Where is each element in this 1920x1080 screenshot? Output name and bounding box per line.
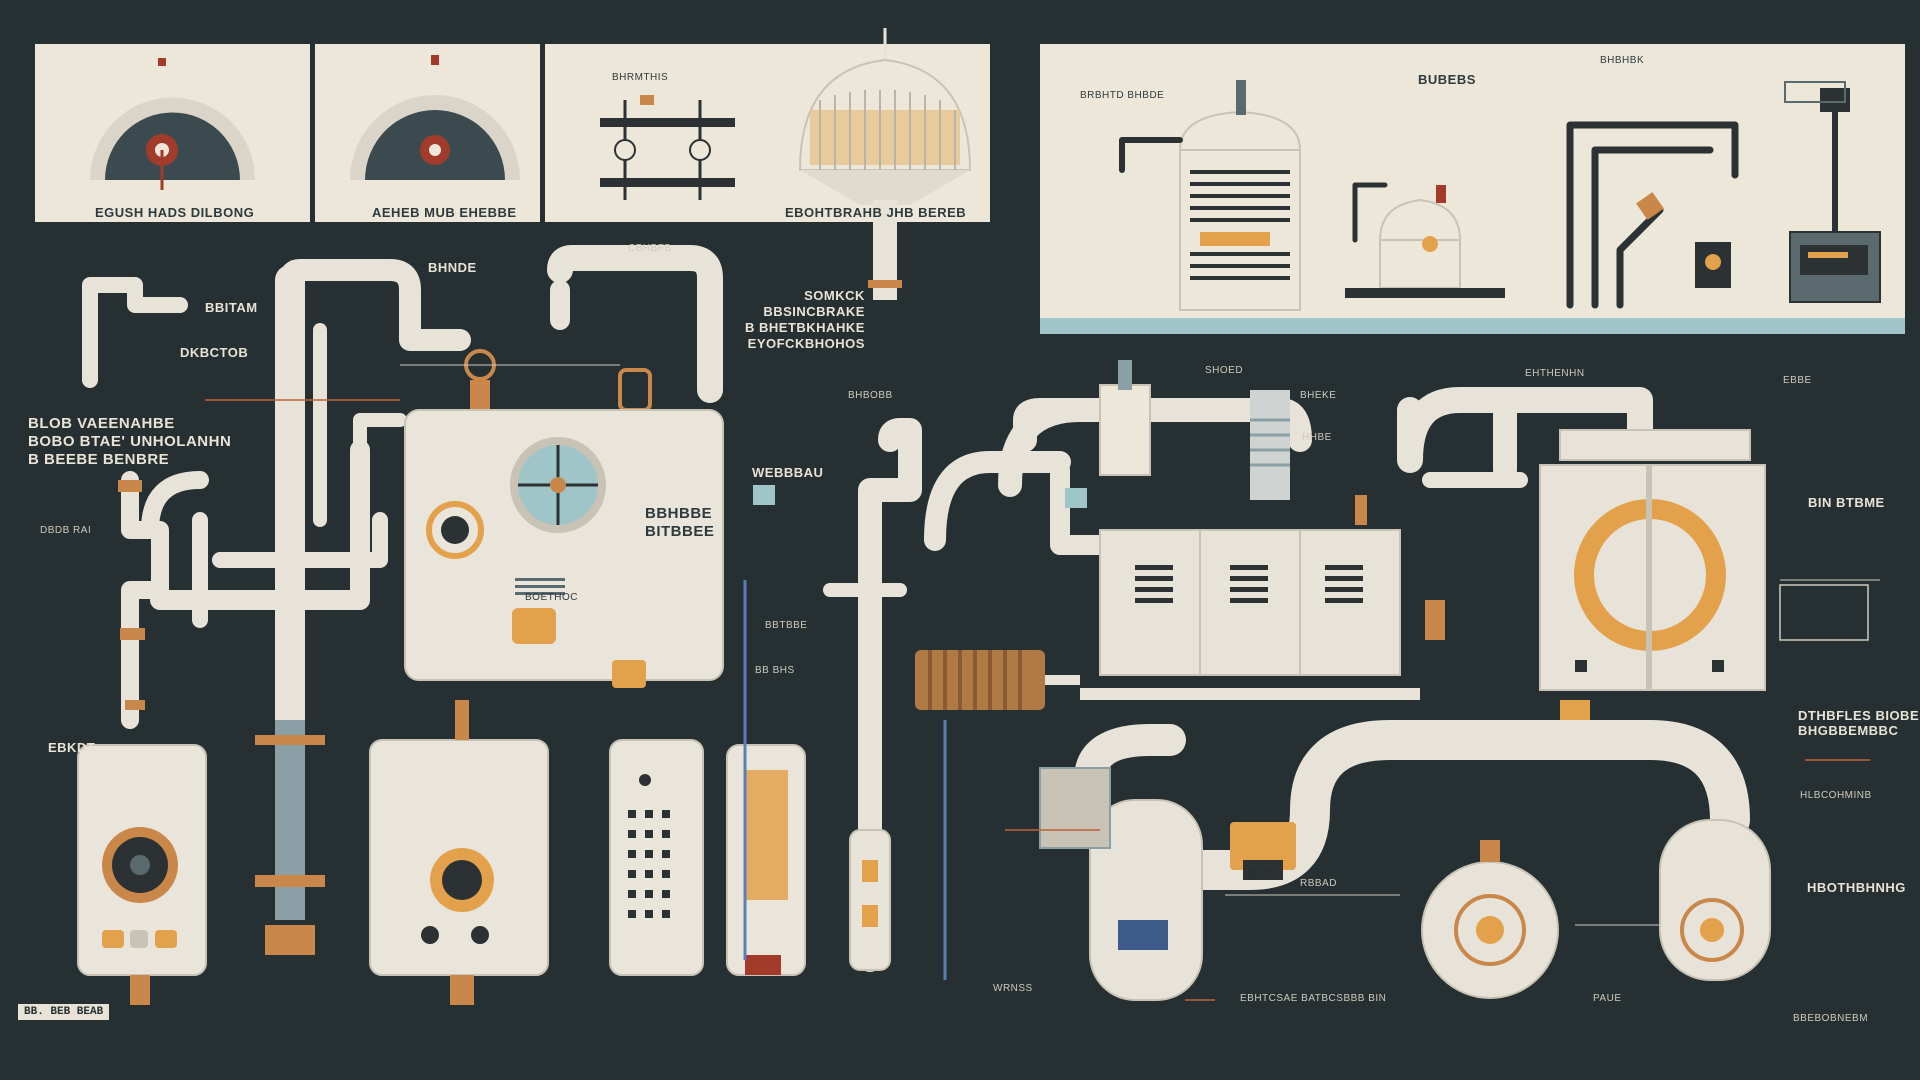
label-ebbe: EBBE bbox=[1783, 375, 1812, 386]
water-tower bbox=[798, 28, 972, 300]
right-panel-caption-1: BRBHTD BHBDE bbox=[1080, 90, 1165, 101]
label-rbbad: RBBAD bbox=[1300, 878, 1337, 889]
header-gauge-panel-2 bbox=[315, 44, 540, 222]
label-hbothbhnhg: HBOTHBHNHG bbox=[1807, 880, 1906, 895]
label-ebhtcsae: EBHTCSAE BATBCSBBB BIN bbox=[1240, 993, 1387, 1004]
label-ehthenhn: EHTHENHN bbox=[1525, 368, 1585, 379]
right-boiler bbox=[1397, 387, 1766, 750]
leader-lines bbox=[205, 364, 1880, 1001]
label-webbbau: WEBBBAU bbox=[752, 465, 824, 480]
main-control-panel bbox=[404, 409, 724, 688]
label-bhbobb: BHBOBB bbox=[848, 390, 893, 401]
control-panel-subtitle: BOETHOC bbox=[525, 592, 578, 603]
label-bbitam: BBITAM bbox=[205, 300, 258, 315]
label-bheke: BHEKE bbox=[1300, 390, 1337, 401]
label-cbhbfb: CBHBFB bbox=[628, 243, 672, 254]
valve-panel-label: BHRMTHIS bbox=[612, 72, 669, 83]
copper-coil bbox=[915, 650, 1080, 710]
label-bbebobnebm: BBEBOBNEBM bbox=[1793, 1013, 1869, 1024]
label-hlbcohminb: HLBCOHMINB bbox=[1800, 790, 1872, 801]
label-shoed: SHOED bbox=[1205, 365, 1244, 376]
control-panel-title: BBHBBE BITBBEE bbox=[645, 505, 715, 540]
label-hhbe: HHBE bbox=[1302, 432, 1332, 443]
gauge-panel-1-label: EGUSH HADS DILBONG bbox=[95, 205, 255, 220]
label-dthbfles: DTHBFLES BIOBE BHGBBEMBBC bbox=[1798, 708, 1920, 738]
left-bottom-units bbox=[77, 700, 806, 1005]
label-ebkdt: EBKDT bbox=[48, 740, 96, 755]
header-right-panel bbox=[1040, 44, 1905, 334]
label-bhnde: BHNDE bbox=[428, 260, 477, 275]
label-dbdb-rai: DBDB RAI bbox=[40, 525, 92, 536]
central-cabinet bbox=[998, 360, 1420, 700]
left-pipe-network bbox=[82, 245, 723, 955]
left-description-block: BLOB VAEENAHBE BOBO BTAE' UNHOLANHN B BE… bbox=[28, 415, 232, 468]
label-wrnss: WRNSS bbox=[993, 983, 1033, 994]
label-bbtbbe: BBTBBE bbox=[765, 620, 808, 631]
right-panel-caption-2: BHBHBK bbox=[1600, 55, 1645, 66]
label-bin-btbme: BIN BTBME bbox=[1808, 495, 1885, 510]
tower-panel-label: EBOHTBRAHB JHB BEREB bbox=[785, 205, 967, 220]
label-paue: PAUE bbox=[1593, 993, 1622, 1004]
right-panel-title: BUBEBS bbox=[1418, 72, 1476, 87]
bottom-right-tanks bbox=[1039, 720, 1771, 1001]
valve-readout: B78 bbox=[1248, 866, 1274, 881]
label-dkbctob: DKBCTOB bbox=[180, 345, 249, 360]
label-bb-bhs: BB BHS bbox=[755, 665, 795, 676]
somkck-description-block: SOMKCK BBSINCBRAKE B BHETBKHAHKE EYOFCKB… bbox=[745, 288, 865, 351]
gauge-panel-2-label: AEHEB MUB EHEBBE bbox=[372, 205, 517, 220]
footer-tag: BB. BEB BEAB bbox=[18, 1004, 110, 1020]
header-gauge-panel-1 bbox=[35, 44, 310, 222]
